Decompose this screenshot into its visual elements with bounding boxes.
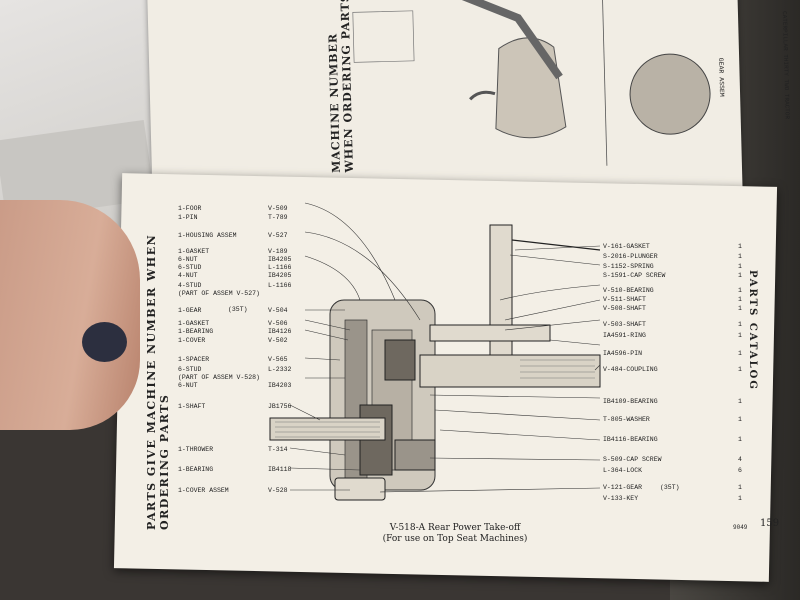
right-callout-label: V-511-SHAFT	[603, 296, 646, 303]
left-callout-label: 6-STUD	[178, 366, 202, 373]
right-callout-quantity: 1	[738, 398, 742, 405]
left-callout-label: 6-NUT	[178, 382, 198, 389]
output-shaft	[269, 417, 386, 441]
right-callout-label: V-121-GEAR	[603, 484, 643, 491]
left-callout-part-number: T-789	[268, 214, 288, 221]
left-callout-label: 1-BEARING	[178, 466, 214, 473]
right-callout-quantity: 1	[738, 366, 742, 373]
right-callout-quantity: 1	[738, 350, 742, 357]
right-callout-quantity: 1	[738, 484, 742, 491]
left-callout-part-number: V-509	[268, 205, 288, 212]
right-callout-label: S-509-CAP SCREW	[603, 456, 662, 463]
left-callout-label: 1-BEARING	[178, 328, 214, 335]
left-callout-part-number: V-502	[268, 337, 288, 344]
right-callout-quantity: 1	[738, 253, 742, 260]
right-callout-label: L-364-LOCK	[603, 467, 643, 474]
left-callout-part-number: T-314	[268, 446, 288, 453]
leader-lines	[289, 202, 601, 493]
left-callout-part-number: IB4126	[268, 328, 292, 335]
right-callout-quantity: 1	[738, 416, 742, 423]
left-callout-part-number: IB4203	[268, 382, 292, 389]
right-callout-quantity: 1	[738, 321, 742, 328]
right-callout-label: V-161-GASKET	[603, 243, 650, 250]
left-callout-part-number: V-504	[268, 307, 288, 314]
left-callout-part-number: IB4205	[268, 256, 292, 263]
left-callout-label: 4-NUT	[178, 272, 198, 279]
right-callout-label: IB4116-BEARING	[603, 436, 658, 443]
right-callout-quantity: 1	[738, 243, 742, 250]
right-callout-label: T-805-WASHER	[603, 416, 650, 423]
right-callout-quantity: 1	[738, 495, 742, 502]
right-callout-label: IA4591-RING	[603, 332, 646, 339]
left-callout-label: 1-FOOR	[178, 205, 202, 212]
right-callout-label: S-1591-CAP SCREW	[603, 272, 666, 279]
left-callout-label: 6-NUT	[178, 256, 198, 263]
right-callout-quantity: 1	[738, 305, 742, 312]
thumbnail-nail	[82, 322, 127, 362]
caption-subtitle: (For use on Top Seat Machines)	[382, 534, 528, 544]
left-callout-part-number: V-189	[268, 248, 288, 255]
left-callout-label: 1-SHAFT	[178, 403, 206, 410]
left-callout-part-number: L-1166	[268, 282, 292, 289]
right-callout-label: IB4109-BEARING	[603, 398, 658, 405]
left-callout-part-number: V-528	[268, 487, 288, 494]
right-callout-label: V-510-BEARING	[603, 287, 654, 294]
right-callout-label: S-1152-SPRING	[603, 263, 654, 270]
left-callout-part-number: L-2332	[268, 366, 292, 373]
right-callout-quantity: 6	[738, 467, 742, 474]
left-callout-label: 4-STUD	[178, 282, 202, 289]
left-callout-label: 1-COVER ASSEM	[178, 487, 229, 494]
left-callout-part-number: IB4205	[268, 272, 292, 279]
left-callout-label: 1-GASKET	[178, 320, 210, 327]
back-page: MACHINE NUMBER WHEN ORDERING PARTS CATER…	[147, 0, 791, 218]
right-callout-quantity: 1	[738, 287, 742, 294]
right-callout-quantity: 1	[738, 296, 742, 303]
caption-title: V-518-A Rear Power Take-off	[389, 523, 521, 533]
right-vertical-heading: PARTS CATALOG	[747, 270, 758, 391]
gear-tooth-count: (35T)	[228, 306, 248, 313]
left-callout-part-number: L-1166	[268, 264, 292, 271]
right-callout-label: S-2016-PLUNGER	[603, 253, 658, 260]
right-callout-label: V-484-COUPLING	[603, 366, 658, 373]
left-callout-part-number: V-565	[268, 356, 288, 363]
shift-linkage	[429, 224, 601, 356]
cover-flange	[334, 439, 436, 501]
left-callout-part-number: JB1756	[268, 403, 292, 410]
page-code: 9049	[733, 524, 748, 531]
left-callout-label: 6-STUD	[178, 264, 202, 271]
right-callout-quantity: 1	[738, 332, 742, 339]
left-callout-label: 1-COVER	[178, 337, 206, 344]
left-callout-label: 1-GEAR	[178, 307, 202, 314]
right-callout-quantity: 1	[738, 272, 742, 279]
left-callout-label: 1-THROWER	[178, 446, 214, 453]
back-page-illustration	[352, 0, 711, 166]
left-callout-part-number: V-506	[268, 320, 288, 327]
left-callout-label: 1-SPACER	[178, 356, 210, 363]
left-callout-label: 1-HOUSING ASSEM	[178, 232, 237, 239]
right-callout-label: V-133-KEY	[603, 495, 639, 502]
right-callout-label: V-503-SHAFT	[603, 321, 646, 328]
right-callout-quantity: 1	[738, 263, 742, 270]
left-callout-part-number: V-527	[268, 232, 288, 239]
left-callout-part-number: IB4118	[268, 466, 292, 473]
figure-caption: V-518-A Rear Power Take-off (For use on …	[370, 523, 540, 545]
right-gear-tooth-count: (35T)	[660, 484, 680, 491]
left-callout-label: 1-PIN	[178, 214, 198, 221]
page-number: 159	[760, 518, 780, 529]
left-callout-label: (PART OF ASSEM V-528)	[178, 374, 260, 381]
left-callout-label: (PART OF ASSEM V-527)	[178, 290, 260, 297]
coupling-shaft	[419, 354, 601, 388]
right-callout-quantity: 4	[738, 456, 742, 463]
hand	[0, 200, 140, 430]
left-callout-label: 1-GASKET	[178, 248, 210, 255]
right-callout-label: IA4596-PIN	[603, 350, 643, 357]
right-callout-quantity: 1	[738, 436, 742, 443]
right-callout-label: V-508-SHAFT	[603, 305, 646, 312]
